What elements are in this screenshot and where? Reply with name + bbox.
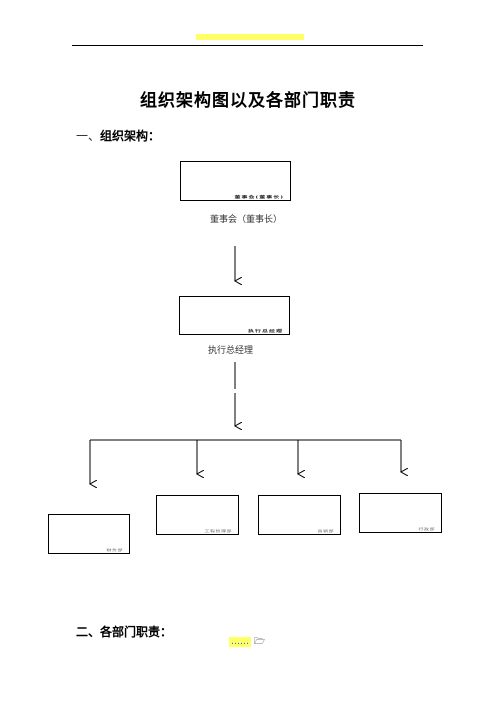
- board-box-label: 董事会(董事长): [234, 195, 284, 199]
- dept-box-marketing: 营销部: [258, 495, 341, 535]
- page-title: 组织架构图以及各部门职责: [140, 91, 356, 111]
- folder-open-icon: 🗁: [253, 637, 266, 647]
- section-heading-structure: 一、组织架构：: [76, 127, 160, 144]
- dept-box-label: 财务部: [106, 548, 123, 552]
- ceo-caption: 执行总经理: [208, 346, 254, 356]
- ceo-box: 执行总经理: [179, 296, 290, 335]
- dept-box-admin: 行政部: [359, 493, 442, 533]
- section-label: 组织架构：: [100, 129, 161, 143]
- dept-box-finance: 财务部: [48, 514, 130, 554]
- header-rule: [72, 45, 423, 46]
- board-caption: 董事会（董事长）: [210, 215, 283, 225]
- dept-box-label: 行政部: [418, 527, 435, 531]
- section-number: 一、: [76, 129, 101, 143]
- dept-box-engineering: 工程管理部: [156, 495, 239, 535]
- dept-box-label: 营销部: [317, 529, 334, 533]
- footer-mark-text: ……: [229, 637, 251, 647]
- ceo-box-label: 执行总经理: [247, 329, 283, 333]
- footer-mark: …… 🗁: [229, 634, 265, 650]
- board-box: 董事会(董事长): [180, 161, 291, 201]
- section-heading-duties: 二、各部门职责：: [76, 623, 172, 640]
- dept-box-label: 工程管理部: [204, 529, 232, 533]
- section-label: 二、各部门职责：: [76, 625, 173, 639]
- header-highlight: [196, 34, 304, 40]
